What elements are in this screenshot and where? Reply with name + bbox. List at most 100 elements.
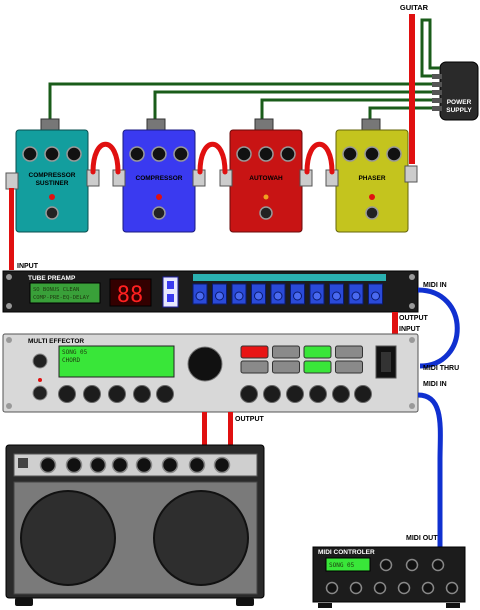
- knob[interactable]: [151, 146, 167, 162]
- multi-preset-buttons: [240, 345, 363, 374]
- power-supply-label-1: POWER: [447, 99, 472, 106]
- multi-lcd: [58, 345, 175, 378]
- multi-round-button[interactable]: [286, 385, 304, 403]
- knob[interactable]: [280, 146, 296, 162]
- pedal-name-2: SUSTINER: [36, 180, 69, 187]
- knob[interactable]: [44, 146, 60, 162]
- knob[interactable]: [258, 146, 274, 162]
- preamp-button-cap: [215, 291, 224, 301]
- preamp-button-cap: [195, 291, 205, 301]
- midi-footswitch[interactable]: [445, 581, 459, 595]
- preamp-button-cap: [234, 291, 244, 301]
- amp-knob[interactable]: [89, 456, 107, 474]
- knob[interactable]: [342, 146, 358, 162]
- multi-output-cable-right: [228, 412, 233, 446]
- knob[interactable]: [173, 146, 189, 162]
- multi-preset-button[interactable]: [272, 360, 300, 374]
- multi-preset-button[interactable]: [335, 345, 363, 359]
- amp-knob[interactable]: [65, 456, 83, 474]
- knob[interactable]: [236, 146, 252, 162]
- footswitch[interactable]: [152, 206, 166, 220]
- preamp-lcd-line2: COMP-PRE-EQ-DELAY: [33, 295, 90, 301]
- midi-footswitch[interactable]: [421, 581, 435, 595]
- pedal-name: AUTOWAH: [249, 175, 283, 182]
- preamp-switch[interactable]: [162, 276, 179, 308]
- multi-preset-button[interactable]: [240, 360, 269, 374]
- midi-footswitch[interactable]: [405, 558, 419, 572]
- pedal-phaser[interactable]: PHASER: [325, 118, 418, 233]
- midi-thru-label: MIDI THRU: [423, 365, 459, 372]
- multi-round-button[interactable]: [156, 385, 174, 403]
- multi-preset-button[interactable]: [303, 345, 332, 359]
- multi-round-button[interactable]: [133, 385, 151, 403]
- midi-in-multi-label: MIDI IN: [423, 381, 447, 388]
- pedal-autowah[interactable]: AUTOWAH: [219, 118, 313, 233]
- multi-preset-button[interactable]: [303, 360, 332, 374]
- midi-controller: MIDI CONTROLER SONG 05: [312, 546, 466, 608]
- preamp-output-label: OUTPUT: [399, 315, 429, 322]
- footswitch[interactable]: [365, 206, 379, 220]
- midi-footswitch[interactable]: [397, 581, 411, 595]
- midi-footswitch[interactable]: [379, 558, 393, 572]
- input-cable: [9, 188, 14, 270]
- amp-knob[interactable]: [111, 456, 129, 474]
- input-label: INPUT: [17, 263, 39, 270]
- amp-knob[interactable]: [135, 456, 153, 474]
- speaker-right: [153, 490, 249, 586]
- knob[interactable]: [364, 146, 380, 162]
- midi-footswitch[interactable]: [349, 581, 363, 595]
- multi-round-button[interactable]: [240, 385, 258, 403]
- power-cables: [48, 18, 440, 120]
- pedal-compressor-sustainer[interactable]: COMPRESSOR SUSTINER: [5, 118, 100, 233]
- multi-preset-button[interactable]: [335, 360, 363, 374]
- multi-round-button[interactable]: [83, 385, 101, 403]
- amp-knob[interactable]: [161, 456, 179, 474]
- speaker-left: [20, 490, 116, 586]
- midi-controller-lcd: [325, 557, 371, 572]
- multi-round-button[interactable]: [58, 385, 76, 403]
- knob[interactable]: [129, 146, 145, 162]
- multi-effector-title: MULTI EFFECTOR: [28, 338, 84, 345]
- multi-preset-button[interactable]: [240, 345, 269, 359]
- power-supply: POWER SUPPLY: [432, 61, 479, 121]
- amplifier: [5, 444, 265, 606]
- midi-footswitch[interactable]: [325, 581, 339, 595]
- footswitch[interactable]: [45, 206, 59, 220]
- multi-round-button[interactable]: [332, 385, 350, 403]
- multi-preset-button[interactable]: [272, 345, 300, 359]
- preamp-button-cap: [351, 291, 361, 301]
- multi-main-dial[interactable]: [187, 346, 223, 382]
- multi-round-button-row: [58, 385, 372, 403]
- amp-knob[interactable]: [39, 456, 57, 474]
- knob[interactable]: [22, 146, 38, 162]
- midi-footswitch[interactable]: [373, 581, 387, 595]
- amp-knob[interactable]: [213, 456, 231, 474]
- preamp-led-display: 88: [117, 283, 144, 308]
- pedal-compressor[interactable]: COMPRESSOR: [112, 118, 206, 233]
- midi-footswitch[interactable]: [431, 558, 445, 572]
- multi-round-button[interactable]: [108, 385, 126, 403]
- multi-knob-bottom[interactable]: [32, 385, 48, 401]
- patch-cables: [90, 141, 335, 175]
- preamp-button-cap: [371, 291, 380, 301]
- led: [263, 194, 269, 200]
- midi-out-label: MIDI OUT: [406, 535, 438, 542]
- multi-round-button[interactable]: [263, 385, 281, 403]
- multi-knob-top[interactable]: [32, 353, 48, 369]
- knob[interactable]: [66, 146, 82, 162]
- pedal-name: COMPRESSOR: [136, 175, 183, 182]
- midi-controller-footswitches: [325, 558, 459, 595]
- amp-knob[interactable]: [188, 456, 206, 474]
- preamp-button-row: [192, 283, 383, 305]
- midi-thru-cable: [417, 287, 460, 369]
- footswitch[interactable]: [259, 206, 273, 220]
- multi-round-button[interactable]: [309, 385, 327, 403]
- pedal-name: COMPRESSOR: [29, 172, 76, 179]
- preamp-output-cable: [392, 312, 398, 334]
- multi-round-button[interactable]: [354, 385, 372, 403]
- multi-output-label: OUTPUT: [235, 416, 265, 423]
- led: [369, 194, 375, 200]
- knob[interactable]: [386, 146, 402, 162]
- midi-controller-title: MIDI CONTROLER: [318, 549, 375, 556]
- multi-lcd-line1: SONG 05: [62, 349, 88, 356]
